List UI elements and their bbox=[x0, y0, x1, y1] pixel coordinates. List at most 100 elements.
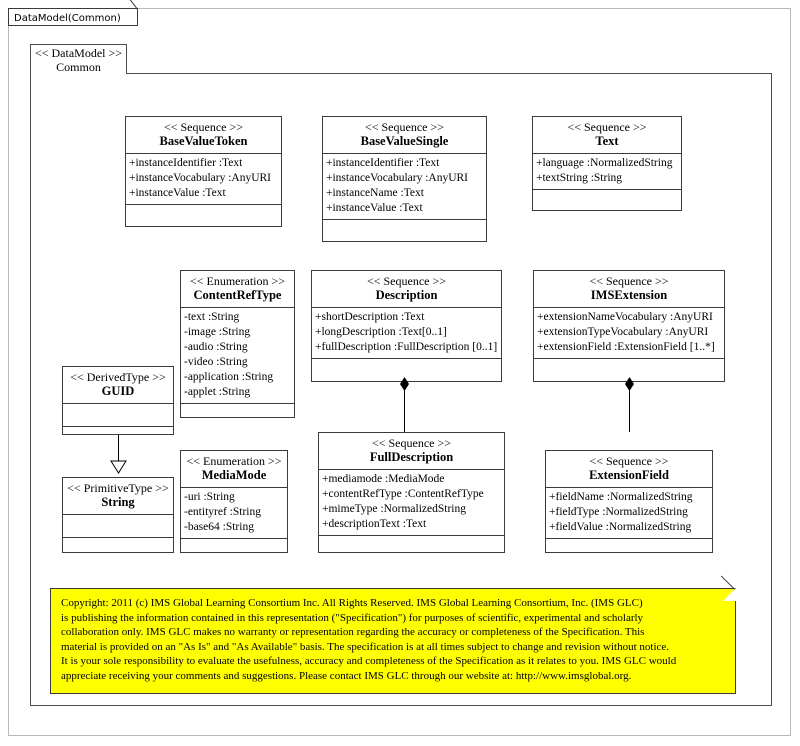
class-stereotype: << Enumeration >> bbox=[186, 454, 282, 468]
class-operations-string bbox=[63, 538, 173, 560]
class-attributes-basevaluesingle: +instanceIdentifier :Text +instanceVocab… bbox=[323, 154, 486, 220]
class-header-guid: << DerivedType >> GUID bbox=[63, 367, 173, 404]
class-attribute: +extensionTypeVocabulary :AnyURI bbox=[537, 326, 709, 338]
class-operations-description bbox=[312, 359, 501, 381]
composition-line-description-fulldescription bbox=[404, 382, 405, 432]
class-stereotype: << Enumeration >> bbox=[189, 274, 286, 288]
class-attribute: +fieldValue :NormalizedString bbox=[549, 521, 692, 533]
class-attribute: +mediamode :MediaMode bbox=[322, 473, 445, 485]
class-attribute: +instanceValue :Text bbox=[129, 187, 226, 199]
class-operations-basevaluetoken bbox=[126, 205, 281, 227]
class-box-mediamode[interactable]: << Enumeration >> MediaMode -uri :String… bbox=[180, 450, 288, 553]
class-attribute: -application :String bbox=[184, 371, 274, 383]
class-attributes-basevaluetoken: +instanceIdentifier :Text +instanceVocab… bbox=[126, 154, 281, 205]
class-attribute: -text :String bbox=[184, 311, 240, 323]
frame-tab-corner-icon bbox=[127, 9, 137, 18]
diagram-frame-tab: DataModel(Common) bbox=[8, 0, 138, 26]
class-attribute: -audio :String bbox=[184, 341, 248, 353]
class-attribute: +fieldName :NormalizedString bbox=[549, 491, 693, 503]
class-stereotype: << Sequence >> bbox=[589, 274, 669, 288]
class-operations-imsextension bbox=[534, 359, 724, 381]
class-header-description: << Sequence >> Description bbox=[312, 271, 501, 308]
class-attributes-mediamode: -uri :String -entityref :String -base64 … bbox=[181, 488, 287, 539]
class-attribute: +longDescription :Text[0..1] bbox=[315, 326, 447, 338]
class-header-imsextension: << Sequence >> IMSExtension bbox=[534, 271, 724, 308]
class-header-fulldescription: << Sequence >> FullDescription bbox=[319, 433, 504, 470]
note-line: collaboration only. IMS GLC makes no war… bbox=[61, 626, 645, 639]
class-attributes-contentreftype: -text :String -image :String -audio :Str… bbox=[181, 308, 294, 404]
class-attribute: +extensionField :ExtensionField [1..*] bbox=[537, 341, 715, 353]
class-attribute: +instanceValue :Text bbox=[326, 202, 423, 214]
class-attribute: -applet :String bbox=[184, 386, 251, 398]
class-operations-extensionfield bbox=[546, 539, 712, 561]
class-stereotype: << DerivedType >> bbox=[70, 370, 166, 384]
class-header-contentreftype: << Enumeration >> ContentRefType bbox=[181, 271, 294, 308]
class-attribute: +language :NormalizedString bbox=[536, 157, 673, 169]
generalization-line-guid-string bbox=[118, 435, 119, 463]
class-header-extensionfield: << Sequence >> ExtensionField bbox=[546, 451, 712, 488]
class-box-basevaluesingle[interactable]: << Sequence >> BaseValueSingle +instance… bbox=[322, 116, 487, 242]
class-header-string: << PrimitiveType >> String bbox=[63, 478, 173, 515]
class-name: Text bbox=[595, 134, 619, 148]
class-attribute: +extensionNameVocabulary :AnyURI bbox=[537, 311, 713, 323]
class-box-description[interactable]: << Sequence >> Description +shortDescrip… bbox=[311, 270, 502, 382]
package-name: Common bbox=[56, 60, 101, 74]
class-attributes-guid bbox=[63, 404, 173, 427]
class-name: FullDescription bbox=[369, 450, 454, 464]
class-attributes-imsextension: +extensionNameVocabulary :AnyURI +extens… bbox=[534, 308, 724, 359]
note-line: is publishing the information contained … bbox=[61, 611, 644, 624]
class-name: BaseValueToken bbox=[159, 134, 248, 148]
class-attribute: -image :String bbox=[184, 326, 251, 338]
class-attribute: +instanceName :Text bbox=[326, 187, 424, 199]
class-attribute: +contentRefType :ContentRefType bbox=[322, 488, 484, 500]
class-name: ExtensionField bbox=[589, 468, 669, 482]
class-box-guid[interactable]: << DerivedType >> GUID bbox=[62, 366, 174, 435]
class-attributes-fulldescription: +mediamode :MediaMode +contentRefType :C… bbox=[319, 470, 504, 536]
package-tab: << DataModel >> Common bbox=[30, 44, 127, 74]
copyright-note: Copyright: 2011 (c) IMS Global Learning … bbox=[50, 575, 736, 694]
class-attribute: +fullDescription :FullDescription [0..1] bbox=[315, 341, 498, 353]
diagram-frame-label: DataModel(Common) bbox=[14, 13, 121, 24]
class-stereotype: << Sequence >> bbox=[589, 454, 669, 468]
class-attribute: +shortDescription :Text bbox=[315, 311, 425, 323]
class-attribute: +instanceVocabulary :AnyURI bbox=[326, 172, 469, 184]
class-header-basevaluesingle: << Sequence >> BaseValueSingle bbox=[323, 117, 486, 154]
note-line: It is your sole responsibility to evalua… bbox=[61, 655, 677, 668]
class-attribute: +instanceIdentifier :Text bbox=[129, 157, 243, 169]
class-attribute: -base64 :String bbox=[184, 521, 254, 533]
class-box-extensionfield[interactable]: << Sequence >> ExtensionField +fieldName… bbox=[545, 450, 713, 553]
class-box-text[interactable]: << Sequence >> Text +language :Normalize… bbox=[532, 116, 682, 211]
class-stereotype: << PrimitiveType >> bbox=[67, 481, 169, 495]
composition-diamond-description bbox=[400, 377, 409, 391]
class-box-string[interactable]: << PrimitiveType >> String bbox=[62, 477, 174, 553]
class-name: MediaMode bbox=[201, 468, 267, 482]
class-stereotype: << Sequence >> bbox=[366, 274, 447, 288]
class-header-basevaluetoken: << Sequence >> BaseValueToken bbox=[126, 117, 281, 154]
package-stereotype: << DataModel >> bbox=[34, 46, 123, 60]
class-stereotype: << Sequence >> bbox=[364, 120, 445, 134]
class-attribute: +textString :String bbox=[536, 172, 623, 184]
class-attributes-description: +shortDescription :Text +longDescription… bbox=[312, 308, 501, 359]
class-operations-fulldescription bbox=[319, 536, 504, 558]
class-operations-basevaluesingle bbox=[323, 220, 486, 242]
class-box-basevaluetoken[interactable]: << Sequence >> BaseValueToken +instanceI… bbox=[125, 116, 282, 227]
class-name: IMSExtension bbox=[590, 288, 668, 302]
class-name: GUID bbox=[101, 384, 135, 398]
class-box-fulldescription[interactable]: << Sequence >> FullDescription +mediamod… bbox=[318, 432, 505, 553]
class-box-contentreftype[interactable]: << Enumeration >> ContentRefType -text :… bbox=[180, 270, 295, 418]
class-header-mediamode: << Enumeration >> MediaMode bbox=[181, 451, 287, 488]
class-operations-mediamode bbox=[181, 539, 287, 561]
class-box-imsextension[interactable]: << Sequence >> IMSExtension +extensionNa… bbox=[533, 270, 725, 382]
class-attribute: +mimeType :NormalizedString bbox=[322, 503, 466, 515]
class-attribute: -uri :String bbox=[184, 491, 235, 503]
class-name: Description bbox=[375, 288, 438, 302]
generalization-arrow-string bbox=[110, 460, 127, 474]
class-attribute: +instanceIdentifier :Text bbox=[326, 157, 440, 169]
class-operations-text bbox=[533, 190, 681, 212]
class-name: BaseValueSingle bbox=[360, 134, 449, 148]
class-operations-guid bbox=[63, 427, 173, 449]
note-fold-icon bbox=[723, 588, 736, 601]
composition-line-imsextension-extensionfield bbox=[629, 382, 630, 432]
class-attribute: +instanceVocabulary :AnyURI bbox=[129, 172, 272, 184]
